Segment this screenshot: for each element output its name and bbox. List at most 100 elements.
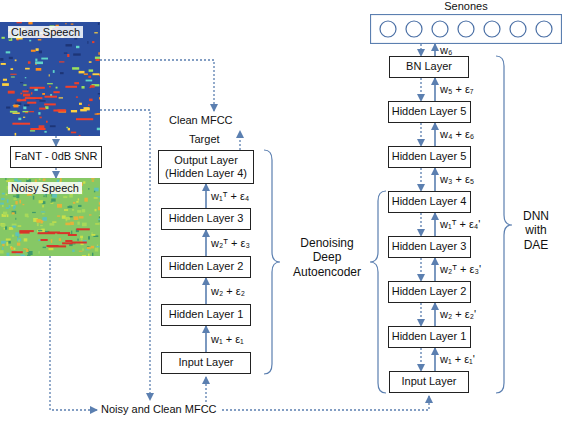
spectrogram-stroke xyxy=(23,117,25,118)
spectrogram-stroke xyxy=(19,200,21,204)
spectrogram-stroke xyxy=(50,202,52,203)
spectrogram-stroke xyxy=(98,218,100,220)
harmonic-band xyxy=(19,232,29,234)
group-label: DNN with DAE xyxy=(514,209,558,252)
harmonic-band xyxy=(30,128,45,130)
dotted-arrow xyxy=(420,44,421,56)
spectrogram-ground xyxy=(0,22,100,136)
spectrogram-stroke xyxy=(79,71,85,74)
spectrogram-stroke xyxy=(6,242,8,246)
harmonic-band xyxy=(68,234,77,236)
spectrogram-stroke xyxy=(79,103,82,105)
spectrogram-stroke xyxy=(2,205,4,208)
layer-name: Hidden Layer 3 xyxy=(169,212,244,225)
weight-label: w₅ + ε₇ xyxy=(439,83,475,96)
spectrogram-stroke xyxy=(91,234,95,236)
spectrogram-stroke xyxy=(77,222,79,225)
spectrogram-stroke xyxy=(57,204,62,208)
spectrogram-stroke xyxy=(99,215,100,219)
dotted-arrow xyxy=(420,348,421,371)
spectrogram-stroke xyxy=(65,223,70,226)
spectrogram-stroke xyxy=(57,215,60,216)
spectrogram-stroke xyxy=(70,222,74,225)
spectrogram-stroke xyxy=(23,84,26,85)
brace xyxy=(496,56,512,393)
spectrogram-stroke xyxy=(9,228,11,230)
harmonic-band xyxy=(53,91,59,93)
dotted-flow-line xyxy=(50,256,97,410)
weight-label: w₂ᵀ + ε₃' xyxy=(439,263,482,276)
spectrogram-stroke xyxy=(15,60,17,62)
spectrogram-stroke xyxy=(12,212,15,214)
spectrogram-stroke xyxy=(89,99,93,102)
spectrogram-stroke xyxy=(46,121,48,123)
spectrogram-stroke xyxy=(81,238,83,241)
brace xyxy=(370,191,386,393)
spectrogram-stroke xyxy=(13,112,20,114)
spectrogram-stroke xyxy=(44,131,46,133)
spectrogram-stroke xyxy=(20,254,24,256)
spectrogram-stroke xyxy=(71,24,74,25)
harmonic-band xyxy=(12,251,23,253)
spectrogram-stroke xyxy=(0,203,4,205)
dotted-arrow xyxy=(420,123,421,146)
harmonic-band xyxy=(44,103,56,105)
harmonic-band xyxy=(62,242,73,244)
spectrogram-stroke xyxy=(45,106,48,109)
spectrogram-stroke xyxy=(24,238,28,241)
spectrogram-stroke xyxy=(28,61,31,64)
harmonic-band xyxy=(57,110,66,112)
spectrogram-stroke xyxy=(5,226,7,229)
spectrogram-stroke xyxy=(59,238,61,241)
senone-frame xyxy=(371,15,562,44)
spectrogram-stroke xyxy=(95,248,98,252)
weight-label: w₁ᵀ + ε₄ xyxy=(210,190,250,203)
spectrogram-stroke xyxy=(98,207,100,211)
spectrogram-stroke xyxy=(7,199,9,203)
forward-arrow xyxy=(205,278,207,304)
harmonic-band xyxy=(17,99,27,101)
spectrogram-stroke xyxy=(86,80,93,82)
spectrogram-stroke xyxy=(98,52,99,55)
spectrogram-stroke xyxy=(40,225,43,226)
group-label: Denoising Deep Autoencoder xyxy=(284,236,370,279)
spectrogram-stroke xyxy=(88,236,90,239)
spectrogram-stroke xyxy=(64,209,68,211)
spectrogram-stroke xyxy=(33,196,35,200)
spectrogram-stroke xyxy=(23,248,27,249)
spectrogram-stroke xyxy=(84,73,88,75)
layer-name: Hidden Layer 5 xyxy=(392,150,467,163)
senone-unit xyxy=(380,21,396,37)
layer-box: Hidden Layer 3 xyxy=(161,208,251,230)
spectrogram-stroke xyxy=(63,196,67,198)
spectrogram-stroke xyxy=(9,57,13,59)
spectrogram-stroke xyxy=(79,251,83,252)
spectrogram-stroke xyxy=(27,216,29,217)
spectrogram-stroke xyxy=(12,235,14,237)
spectrogram-stroke xyxy=(17,22,22,23)
spectrogram-stroke xyxy=(71,231,72,235)
spectrogram-stroke xyxy=(6,239,11,241)
spectrogram-stroke xyxy=(68,128,70,130)
spectrogram-stroke xyxy=(13,207,15,209)
harmonic-band xyxy=(65,86,77,88)
senone-unit xyxy=(510,21,526,37)
harmonic-band xyxy=(57,232,70,234)
spectrogram-stroke xyxy=(62,215,66,218)
senone-unit xyxy=(406,21,422,37)
spectrogram-stroke xyxy=(25,214,29,217)
spectrogram-stroke xyxy=(77,239,79,241)
spectrogram-stroke xyxy=(60,72,64,74)
spectrogram-stroke xyxy=(88,76,91,78)
spectrogram-stroke xyxy=(42,93,45,95)
spectrogram-stroke xyxy=(6,107,10,109)
spectrogram-stroke xyxy=(69,194,73,198)
spectrogram-stroke xyxy=(66,217,69,218)
spectrogram-stroke xyxy=(6,207,9,209)
spectrogram-stroke xyxy=(43,179,46,182)
spectrogram-stroke xyxy=(64,53,68,54)
spectrogram-stroke xyxy=(94,191,95,193)
harmonic-band xyxy=(76,118,93,120)
spectrogram-stroke xyxy=(17,234,19,238)
spectrogram-stroke xyxy=(94,188,99,192)
